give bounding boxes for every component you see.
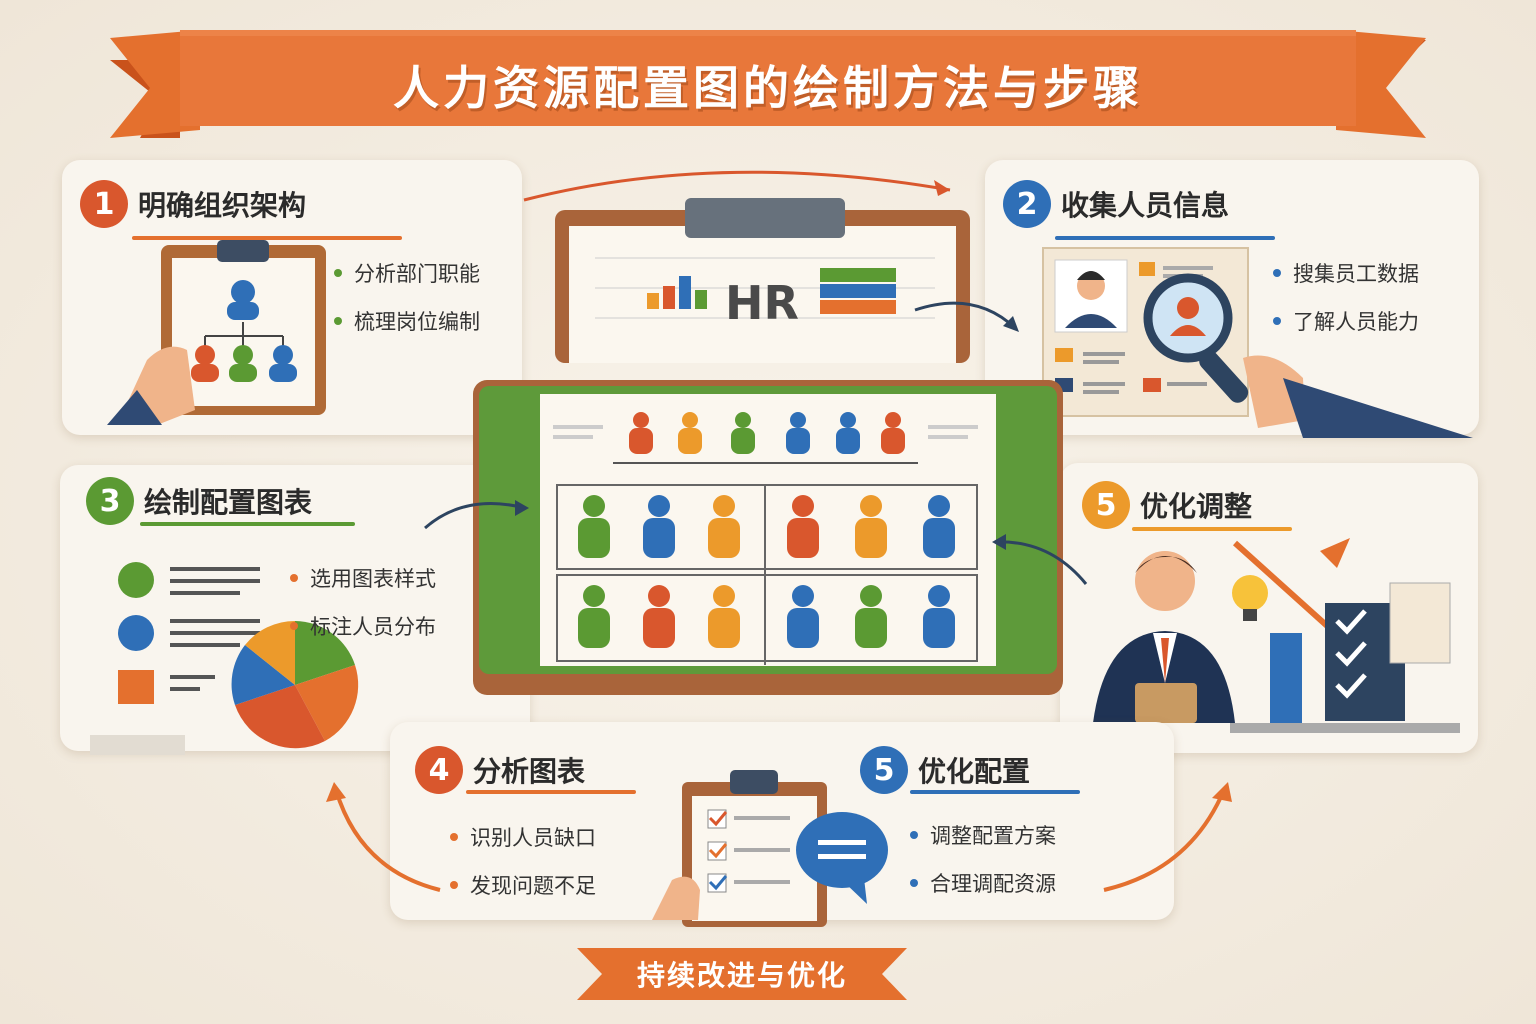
step-5-number: 5 <box>860 746 908 794</box>
step-6-number: 5 <box>1082 481 1130 529</box>
bullet-item: 梳理岗位编制 <box>334 306 480 336</box>
ribbon-shape <box>110 30 1426 138</box>
step-5-bullets: 调整配置方案 合理调配资源 <box>910 820 1056 916</box>
step-5-underline <box>910 790 1080 794</box>
chat-bubble-icon <box>796 812 888 904</box>
step-3-number: 3 <box>86 477 134 525</box>
flow-arrow-right <box>914 301 1019 332</box>
step-3-bullets: 选用图表样式 标注人员分布 <box>290 563 436 659</box>
pie-chart-icon <box>231 621 359 749</box>
staffing-board <box>473 380 1063 695</box>
step-1-number: 1 <box>80 180 128 228</box>
people-grid <box>578 412 955 648</box>
bullet-item: 标注人员分布 <box>290 611 436 641</box>
bullet-item: 分析部门职能 <box>334 258 480 288</box>
ribbon-shape <box>577 948 907 1000</box>
step-1-title: 明确组织架构 <box>138 189 307 222</box>
businessman-icon <box>1093 538 1460 733</box>
step-5-title: 优化配置 <box>918 755 1031 788</box>
step-3-title: 绘制配置图表 <box>144 486 313 519</box>
growth-chart-icon <box>1232 540 1338 636</box>
bullet-item: 搜集员工数据 <box>1273 258 1419 288</box>
step-2-title: 收集人员信息 <box>1061 189 1230 222</box>
lightbulb-icon <box>1232 575 1268 621</box>
clipboard-icon <box>107 240 326 425</box>
step-2-bullets: 搜集员工数据 了解人员能力 <box>1273 258 1419 354</box>
step-6-underline <box>1132 527 1292 531</box>
step-3-underline <box>140 522 355 526</box>
hr-clipboard: HR <box>555 198 970 363</box>
legend-icon <box>90 562 359 755</box>
hr-label: HR <box>725 276 799 330</box>
flow-arrow-bottom-left <box>326 782 441 892</box>
clipboard-icon <box>555 198 970 363</box>
step-1-header: 1 明确组织架构 <box>80 180 306 228</box>
org-chart-icon <box>473 380 1063 695</box>
step-card-1: 1 明确组织架构 分析部门职能 梳理岗位编制 <box>62 160 522 435</box>
step-4-title: 分析图表 <box>473 755 586 788</box>
hand-icon <box>652 876 700 920</box>
step-4-underline <box>466 790 636 794</box>
bullet-item: 调整配置方案 <box>910 820 1056 850</box>
step-card-2: 2 收集人员信息 搜集员工数据 了解人员能力 <box>985 160 1479 438</box>
flow-arrow-bottom-right <box>1103 782 1232 892</box>
hand-icon <box>1243 355 1305 428</box>
step-5-header: 5 优化配置 <box>860 746 1030 794</box>
bullet-item: 识别人员缺口 <box>450 822 596 852</box>
title-banner: 人力资源配置图的绘制方法与步骤 <box>110 30 1426 138</box>
magnifier-icon <box>1143 273 1249 403</box>
step-6-header: 5 优化调整 <box>1082 481 1252 529</box>
bullet-item: 发现问题不足 <box>450 870 596 900</box>
bullet-item: 了解人员能力 <box>1273 306 1419 336</box>
step-6-title: 优化调整 <box>1140 490 1253 523</box>
profile-card-icon <box>1042 247 1473 438</box>
step-4-header: 4 分析图表 <box>415 746 585 794</box>
step-1-bullets: 分析部门职能 梳理岗位编制 <box>334 258 480 354</box>
step-2-header: 2 收集人员信息 <box>1003 180 1229 228</box>
bullet-item: 合理调配资源 <box>910 868 1056 898</box>
checklist-icon <box>652 770 888 927</box>
flow-arrow-top <box>523 170 951 202</box>
step-card-6: 5 优化调整 <box>1060 463 1478 753</box>
step-2-underline <box>1055 236 1275 240</box>
step-1-underline <box>132 236 402 240</box>
bullet-item: 选用图表样式 <box>290 563 436 593</box>
step-4-number: 4 <box>415 746 463 794</box>
flow-arrow-left-in <box>424 500 529 530</box>
page-title: 人力资源配置图的绘制方法与步骤 <box>393 61 1143 115</box>
footer-banner: 持续改进与优化 <box>577 944 907 1004</box>
step-2-number: 2 <box>1003 180 1051 228</box>
flow-arrow-right-in <box>992 534 1088 585</box>
step-3-header: 3 绘制配置图表 <box>86 477 312 525</box>
footer-text: 持续改进与优化 <box>636 959 847 992</box>
step-4-bullets: 识别人员缺口 发现问题不足 <box>450 822 596 918</box>
step-card-4-5: 4 分析图表 识别人员缺口 发现问题不足 5 优化配置 调整配置方案 合理调配资… <box>390 722 1174 927</box>
